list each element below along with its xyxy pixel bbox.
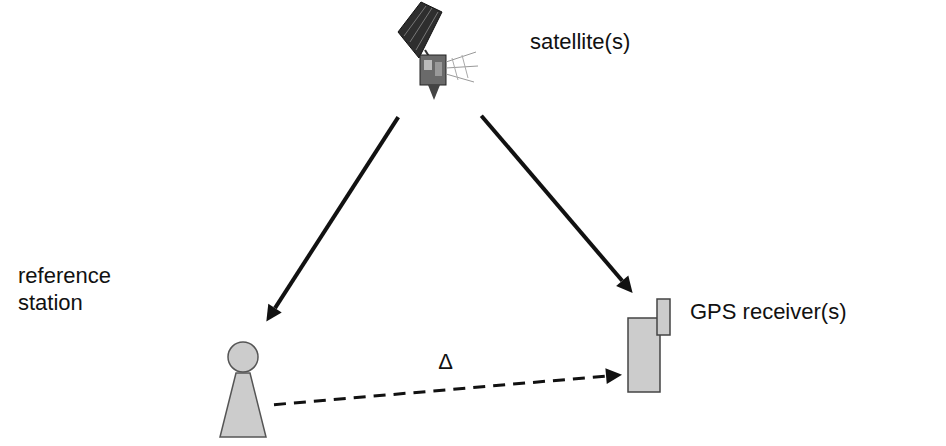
satellite-node: satellite(s) xyxy=(385,2,477,102)
signal-arrow xyxy=(481,116,632,293)
gps-receiver-icon xyxy=(628,299,670,392)
reference-station-node: reference station xyxy=(218,340,270,440)
connector-line xyxy=(274,376,606,405)
connector-line xyxy=(481,116,622,281)
connector-line xyxy=(275,117,398,308)
edge-label: Δ xyxy=(435,349,456,375)
gps-receiver-node: GPS receiver(s) xyxy=(626,296,672,394)
reference-station-label: reference station xyxy=(18,262,158,316)
reference-station-icon xyxy=(220,342,266,437)
satellite-label: satellite(s) xyxy=(530,28,630,55)
arrowhead xyxy=(605,368,622,384)
gps-receiver-label: GPS receiver(s) xyxy=(690,298,846,325)
satellite-icon xyxy=(398,2,478,100)
signal-arrow xyxy=(266,117,398,321)
